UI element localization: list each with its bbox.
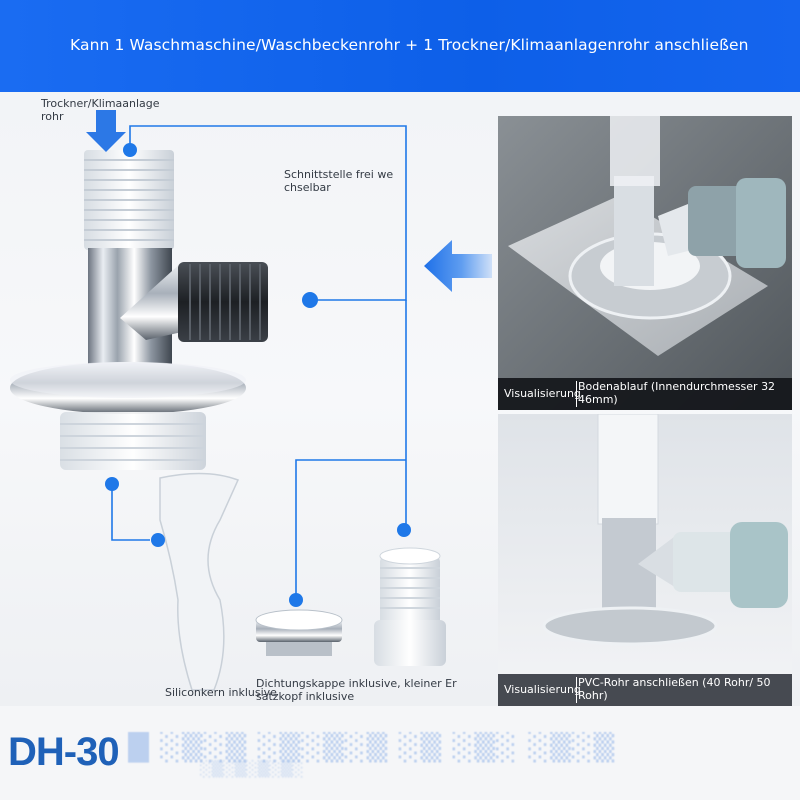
caption-bar: Visualisierung Bodenablauf (Innendurchme… xyxy=(498,378,792,410)
caption-text: Bodenablauf (Innendurchmesser 32 46mm) xyxy=(578,380,776,406)
caption-divider xyxy=(576,381,577,407)
caption-bar: Visualisierung PVC-Rohr anschließen (40 … xyxy=(498,674,792,706)
caption-divider xyxy=(576,677,577,703)
callout-siliconkern: Siliconkern inklusive xyxy=(165,686,277,699)
pvc-pipe-scene xyxy=(498,414,792,706)
callout-trockner: Trockner/Klimaanlage rohr xyxy=(41,97,160,123)
photo-pvc-pipe: Visualisierung PVC-Rohr anschließen (40 … xyxy=(498,414,792,706)
caption-tag: Visualisierung xyxy=(504,387,581,400)
bottom-band xyxy=(0,706,800,800)
caption-text: PVC-Rohr anschließen (40 Rohr/ 50 Rohr) xyxy=(578,676,771,702)
top-banner xyxy=(0,0,800,92)
faded-banner-subtext: ░▒░▒░▒░▒░ xyxy=(200,760,304,778)
callout-schnittstelle: Schnittstelle frei we chselbar xyxy=(284,168,394,194)
faded-banner-text: █ ░▒░▒ ░▒░▒░▒ ░▒ ░▒░ ░▒░▒ xyxy=(128,732,616,763)
caption-tag: Visualisierung xyxy=(504,683,581,696)
callout-dichtungskappe: Dichtungskappe inklusive, kleiner Er sat… xyxy=(256,677,457,703)
headline: Kann 1 Waschmaschine/Waschbeckenrohr + 1… xyxy=(70,36,749,54)
photo-floor-drain: Visualisierung Bodenablauf (Innendurchme… xyxy=(498,116,792,410)
arrow-left-icon xyxy=(424,240,492,292)
model-code: DH-30 xyxy=(8,730,120,774)
floor-drain-scene xyxy=(498,116,792,410)
